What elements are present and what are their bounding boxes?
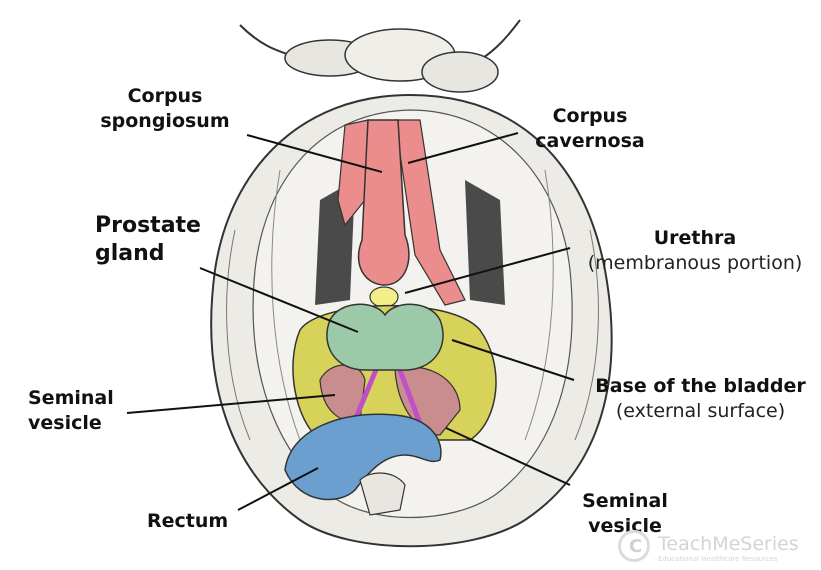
label-prostate-gland: Prostate gland <box>95 212 215 268</box>
vas-deferens-left <box>352 364 381 421</box>
label-corpus-cavernosa-line1: Corpus <box>552 105 628 127</box>
line-corpus-cavernosa <box>407 132 519 164</box>
label-seminal-left-line2: vesicle <box>28 412 102 434</box>
label-seminal-vesicle-left: Seminal vesicle <box>28 386 128 436</box>
label-rectum-text: Rectum <box>147 510 229 532</box>
prostate-shape <box>326 303 444 371</box>
line-bladder <box>451 339 575 381</box>
label-prostate-line2: gland <box>95 241 165 266</box>
line-rectum <box>237 467 319 511</box>
leader-lines <box>126 132 575 511</box>
label-urethra-title: Urethra <box>653 227 737 249</box>
label-bladder-title: Base of the bladder <box>595 375 806 397</box>
label-corpus-spongiosum: Corpus spongiosum <box>100 84 230 134</box>
label-urethra-sub: (membranous portion) <box>587 252 803 274</box>
corpus-bodies <box>337 119 466 306</box>
retracted-scrotum <box>239 19 521 93</box>
label-corpus-spongiosum-line1: Corpus <box>127 85 203 107</box>
line-corpus-spongiosum <box>246 134 383 173</box>
line-urethra <box>404 247 571 294</box>
label-corpus-spongiosum-line2: spongiosum <box>100 110 230 132</box>
line-seminal-left <box>126 394 336 414</box>
label-seminal-vesicle-right: Seminal vesicle <box>570 489 680 539</box>
label-bladder-sub: (external surface) <box>615 400 786 422</box>
watermark-brand: TeachMeSeries <box>658 533 799 555</box>
label-urethra: Urethra (membranous portion) <box>575 226 815 276</box>
urethra-membranous <box>369 286 399 308</box>
label-base-of-bladder: Base of the bladder (external surface) <box>588 374 813 424</box>
label-seminal-right-line2: vesicle <box>588 515 662 537</box>
label-rectum: Rectum <box>147 509 247 534</box>
rectum-shape <box>284 413 442 501</box>
teachme-watermark: C TeachMeSeries Educational Healthcare R… <box>618 530 818 566</box>
label-corpus-cavernosa: Corpus cavernosa <box>525 104 655 154</box>
teachme-logo-icon: C <box>618 530 650 562</box>
label-prostate-line1: Prostate <box>95 213 201 238</box>
label-corpus-cavernosa-line2: cavernosa <box>535 130 645 152</box>
label-seminal-left-line1: Seminal <box>28 387 114 409</box>
label-seminal-right-line1: Seminal <box>582 490 668 512</box>
watermark-tagline: Educational Healthcare Resources <box>658 555 778 563</box>
line-seminal-right <box>445 427 571 486</box>
anal-region <box>359 472 406 516</box>
line-prostate <box>199 267 359 333</box>
